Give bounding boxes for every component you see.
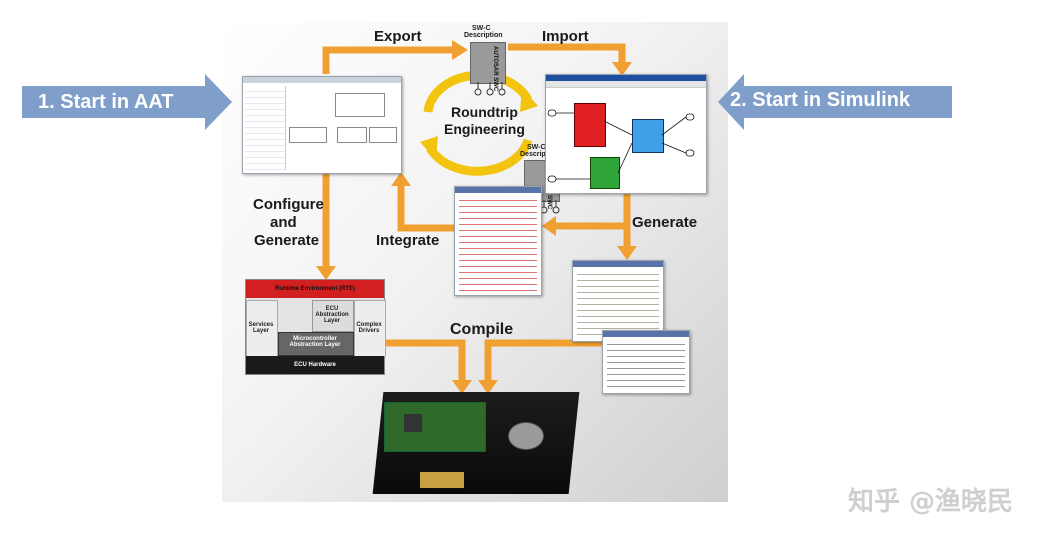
simulink-wires <box>547 109 695 183</box>
ecu-board-photo <box>372 392 580 494</box>
integrate-label: Integrate <box>376 232 440 249</box>
simulink-blue-block <box>632 119 664 153</box>
and-label: and <box>270 214 297 231</box>
swc-mid-title-2: Description <box>520 151 559 158</box>
roundtrip-label: Roundtrip <box>451 104 518 120</box>
code-window-1-titlebar <box>573 261 663 267</box>
compile-right-arrow <box>484 339 602 380</box>
swc-top-title-2: Description <box>464 32 503 39</box>
code-window-1 <box>572 260 664 342</box>
swc-top-chip-text: AUTOSAR SWC <box>492 46 498 92</box>
xml-titlebar <box>455 187 541 193</box>
configure-label: Configure <box>253 196 324 213</box>
start-aat-arrow <box>22 74 232 130</box>
aat-tree-pane <box>245 86 286 170</box>
integrate-arrow <box>397 186 454 232</box>
simulink-green-block <box>590 157 620 189</box>
roundtrip-arrow-bottom <box>426 138 533 176</box>
swc-mid-title-1: SW-C <box>527 144 546 151</box>
compile-label: Compile <box>450 321 514 338</box>
swc-top-chip <box>470 42 506 84</box>
ecu-abstraction-layer <box>312 300 354 332</box>
watermark: 知乎 @渔晓民 <box>847 487 1013 517</box>
hardware-label: ECU Hardware <box>294 362 336 368</box>
autosar-stack: Runtime Environment (RTE) Services Layer… <box>245 279 386 375</box>
mcal-layer <box>278 332 354 356</box>
swc-top-title-1: SW-C <box>472 25 491 32</box>
xml-content <box>459 197 537 291</box>
export-label: Export <box>374 28 422 45</box>
rte-layer <box>246 280 384 298</box>
complex-drivers-label: Complex Drivers <box>356 322 382 334</box>
hardware-layer <box>246 356 384 374</box>
cpu-chip <box>404 414 422 432</box>
ecu-abstraction-label: ECU Abstraction Layer <box>315 306 349 324</box>
simulink-toolbar <box>546 81 706 88</box>
generate-left-label: Generate <box>254 232 320 249</box>
aat-canvas <box>289 87 397 169</box>
generate-right-label: Generate <box>632 214 698 231</box>
start-aat-label: 1. Start in AAT <box>38 91 174 113</box>
mcal-label: Microcontroller Abstraction Layer <box>289 336 341 348</box>
swc-top-ports <box>474 82 506 96</box>
board-plate <box>420 472 464 488</box>
export-arrow <box>322 46 452 74</box>
import-label: Import <box>542 28 589 45</box>
start-simulink-label: 2. Start in Simulink <box>730 89 911 111</box>
services-label: Services Layer <box>248 322 274 334</box>
engineering-label: Engineering <box>444 121 525 137</box>
simulink-red-block <box>574 103 606 147</box>
aat-window-titlebar <box>243 77 401 83</box>
code-window-2 <box>602 330 690 394</box>
aat-window <box>242 76 402 174</box>
xml-window <box>454 186 542 296</box>
motor <box>508 422 544 450</box>
rte-label: Runtime Environment (RTE) <box>274 286 355 292</box>
pcb-board <box>384 402 486 452</box>
simulink-titlebar <box>546 75 706 81</box>
simulink-window <box>545 74 707 194</box>
compile-left-arrow <box>384 339 466 380</box>
code-window-2-titlebar <box>603 331 689 337</box>
import-arrow <box>508 43 626 62</box>
services-layer <box>246 300 278 357</box>
start-simulink-arrow <box>718 74 952 130</box>
